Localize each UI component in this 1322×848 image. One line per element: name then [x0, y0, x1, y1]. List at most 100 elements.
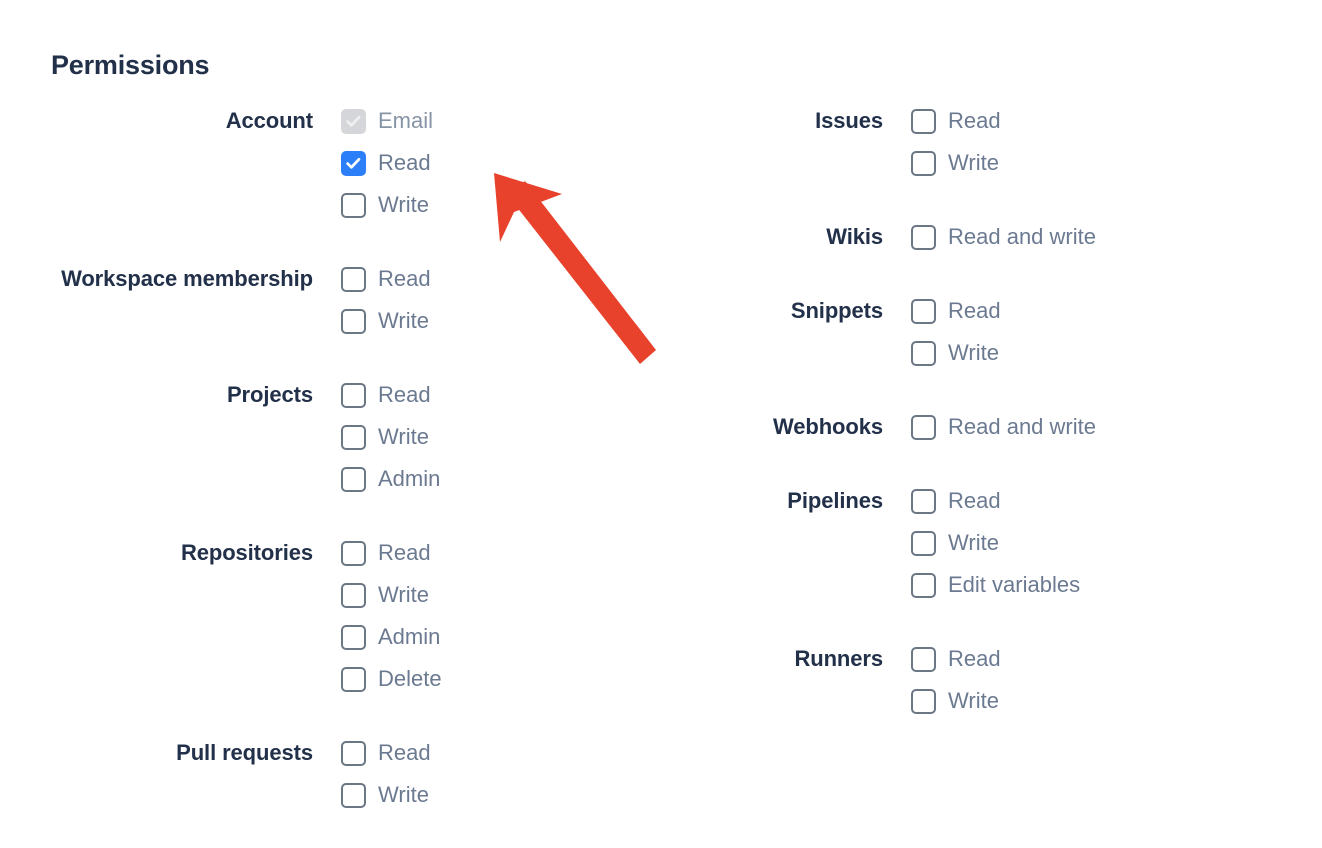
permission-option-row[interactable]: Read — [341, 532, 660, 574]
checkbox-unchecked-icon[interactable] — [911, 646, 936, 672]
checkbox-unchecked-icon[interactable] — [911, 688, 936, 714]
permission-option-row[interactable]: Admin — [341, 458, 660, 500]
permission-option-label: Write — [378, 424, 429, 449]
permission-option-label: Read — [378, 266, 431, 291]
permission-option-label: Write — [948, 688, 999, 713]
permission-option-row[interactable]: Write — [341, 184, 660, 226]
checkbox-unchecked-icon[interactable] — [341, 382, 366, 408]
permission-group: Webhooks Read and write — [660, 406, 1322, 448]
permission-option-list: Read and write — [911, 406, 1322, 448]
permission-option-row[interactable]: Read — [911, 480, 1322, 522]
permission-group-label: Runners — [794, 646, 883, 671]
checkbox-unchecked-icon[interactable] — [911, 530, 936, 556]
checkbox-unchecked-icon[interactable] — [911, 572, 936, 598]
permission-option-row[interactable]: Write — [341, 300, 660, 342]
permission-option-label: Write — [378, 308, 429, 333]
permission-option-label: Read — [948, 108, 1001, 133]
permission-option-label: Read — [378, 150, 431, 175]
permission-option-row[interactable]: Write — [341, 416, 660, 458]
permission-option-row[interactable]: Write — [911, 522, 1322, 564]
permission-group-label: Snippets — [790, 298, 883, 323]
checkbox-unchecked-icon[interactable] — [341, 308, 366, 334]
permission-option-label: Read and write — [948, 414, 1096, 439]
checkbox-unchecked-icon[interactable] — [341, 192, 366, 218]
permission-group-label: Repositories — [180, 540, 313, 565]
checkbox-checked-icon[interactable] — [341, 150, 366, 176]
permission-option-row[interactable]: Write — [911, 680, 1322, 722]
checkbox-disabled-checked-icon — [341, 108, 366, 134]
permission-option-row[interactable]: Edit variables — [911, 564, 1322, 606]
checkmark-icon — [343, 111, 364, 132]
permission-option-label: Read — [948, 298, 1001, 323]
permission-option-row[interactable]: Write — [341, 574, 660, 616]
checkbox-unchecked-icon[interactable] — [341, 540, 366, 566]
permission-group-label: Wikis — [826, 224, 883, 249]
permission-option-row[interactable]: Write — [341, 774, 660, 816]
checkbox-unchecked-icon[interactable] — [341, 740, 366, 766]
permission-option-label: Write — [948, 530, 999, 555]
checkbox-unchecked-icon[interactable] — [341, 424, 366, 450]
permission-option-row[interactable]: Admin — [341, 616, 660, 658]
checkbox-unchecked-icon[interactable] — [911, 340, 936, 366]
permission-option-label: Read — [378, 382, 431, 407]
permission-option-row[interactable]: Read — [341, 258, 660, 300]
permission-group-label: Projects — [226, 382, 313, 407]
permission-option-row[interactable]: Read and write — [911, 216, 1322, 258]
permission-option-row[interactable]: Read and write — [911, 406, 1322, 448]
permission-group: Wikis Read and write — [660, 216, 1322, 258]
checkbox-unchecked-icon[interactable] — [911, 414, 936, 440]
permission-option-label: Admin — [378, 624, 441, 649]
checkbox-unchecked-icon[interactable] — [911, 224, 936, 250]
checkbox-unchecked-icon[interactable] — [341, 466, 366, 492]
page-title: Permissions — [51, 50, 210, 80]
checkbox-unchecked-icon[interactable] — [911, 488, 936, 514]
permission-group-label: Issues — [815, 108, 883, 133]
permission-option-label: Write — [378, 782, 429, 807]
permission-option-label: Write — [948, 150, 999, 175]
checkbox-unchecked-icon[interactable] — [911, 108, 936, 134]
permission-option-label: Write — [948, 340, 999, 365]
permission-option-label: Read — [948, 488, 1001, 513]
permission-group-label: Account — [225, 108, 313, 133]
checkbox-unchecked-icon[interactable] — [341, 782, 366, 808]
checkmark-icon — [343, 153, 364, 174]
checkbox-unchecked-icon[interactable] — [341, 266, 366, 292]
permission-option-label: Read — [948, 646, 1001, 671]
permission-option-label: Read — [378, 740, 431, 765]
permission-option-row[interactable]: Write — [911, 142, 1322, 184]
checkbox-unchecked-icon[interactable] — [341, 624, 366, 650]
permission-group-label: Pull requests — [176, 740, 313, 765]
checkbox-unchecked-icon[interactable] — [911, 150, 936, 176]
permission-option-row[interactable]: Read — [911, 100, 1322, 142]
permission-group-label: Webhooks — [772, 414, 883, 439]
checkbox-unchecked-icon[interactable] — [341, 666, 366, 692]
permission-option-row[interactable]: Read — [341, 374, 660, 416]
checkbox-unchecked-icon[interactable] — [341, 582, 366, 608]
permission-option-row[interactable]: Write — [911, 332, 1322, 374]
permission-option-label: Admin — [378, 466, 441, 491]
permission-group-label: Pipelines — [787, 488, 883, 513]
permission-option-row[interactable]: Email — [341, 100, 660, 142]
permission-option-row[interactable]: Read — [911, 290, 1322, 332]
permission-option-list: Read and write — [911, 216, 1322, 258]
permission-option-row[interactable]: Read — [341, 142, 660, 184]
checkbox-unchecked-icon[interactable] — [911, 298, 936, 324]
permission-option-row[interactable]: Delete — [341, 658, 660, 700]
permission-option-row[interactable]: Read — [341, 732, 660, 774]
permission-option-row[interactable]: Read — [911, 638, 1322, 680]
permission-option-label: Email — [378, 108, 434, 133]
